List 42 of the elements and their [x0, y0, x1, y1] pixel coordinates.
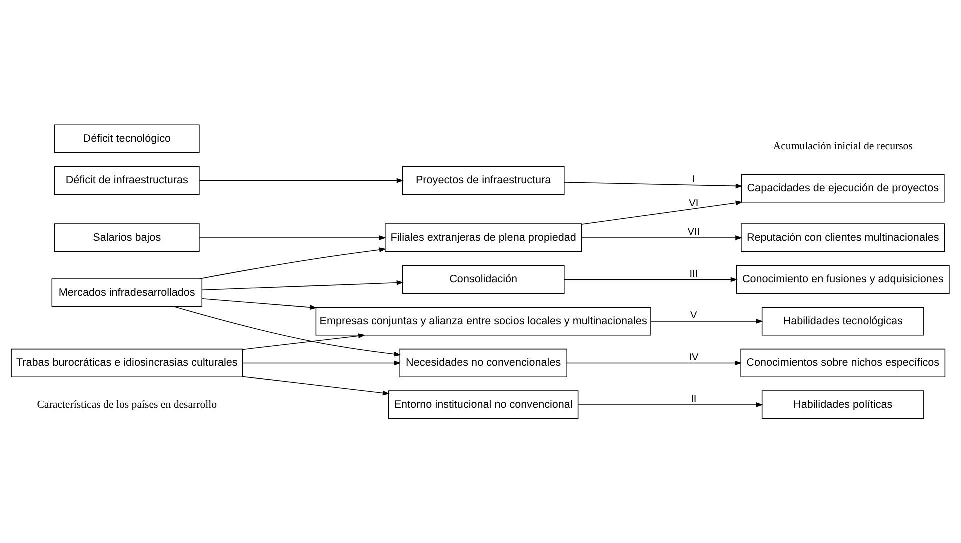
edge-label: IV — [689, 352, 699, 363]
node-box: Capacidades de ejecución de proyectos — [741, 174, 945, 202]
node-box: Empresas conjuntas y alianza entre socios locales y multinacionales — [316, 306, 652, 336]
node-box: Entorno institucional no convencional — [388, 390, 579, 419]
arrow — [202, 298, 318, 310]
arrow — [199, 235, 386, 240]
node-box: Reputación con clientes multinacionales — [741, 223, 946, 252]
node-box: Necesidades no convencionales — [400, 348, 568, 378]
node-box: Mercados infradesarrollados — [52, 278, 203, 307]
arrow — [174, 306, 402, 356]
arrow — [199, 247, 386, 279]
node-box: Salarios bajos — [54, 223, 200, 252]
arrow — [582, 200, 743, 224]
node-box: Déficit de infraestructuras — [54, 166, 200, 195]
node-box: Trabas burocráticas e idiosincrasias culturales — [11, 348, 244, 378]
node-box: Déficit tecnológico — [54, 124, 200, 153]
node-box: Consolidación — [402, 264, 565, 294]
node-box: Conocimientos sobre nichos específicos — [740, 348, 946, 378]
arrow — [202, 280, 404, 290]
edge-label: II — [691, 394, 697, 405]
node-box: Habilidades tecnológicas — [762, 306, 924, 336]
arrow — [582, 235, 743, 240]
arrow — [564, 182, 743, 188]
arrow — [566, 360, 742, 366]
edge-label: III — [690, 268, 698, 280]
label: Características de los países en desarrollo — [37, 398, 218, 410]
node-box: Conocimiento en fusiones y adquisiciones — [736, 264, 950, 294]
arrow — [564, 276, 738, 282]
node-box: Filiales extranjeras de plena propiedad — [385, 223, 582, 252]
node-box: Proyectos de infraestructura — [402, 166, 565, 195]
arrow — [242, 376, 390, 396]
arrow — [242, 333, 366, 350]
edge-label: VI — [689, 198, 699, 210]
edge-label: V — [690, 310, 698, 322]
edge-label: VII — [688, 226, 700, 238]
edge-label: I — [692, 174, 696, 186]
node-box: Habilidades políticas — [762, 390, 924, 419]
arrow — [578, 402, 764, 407]
arrow — [199, 178, 404, 183]
arrow — [650, 318, 764, 324]
arrow — [242, 360, 402, 366]
label: Acumulación inicial de recursos — [773, 140, 913, 152]
